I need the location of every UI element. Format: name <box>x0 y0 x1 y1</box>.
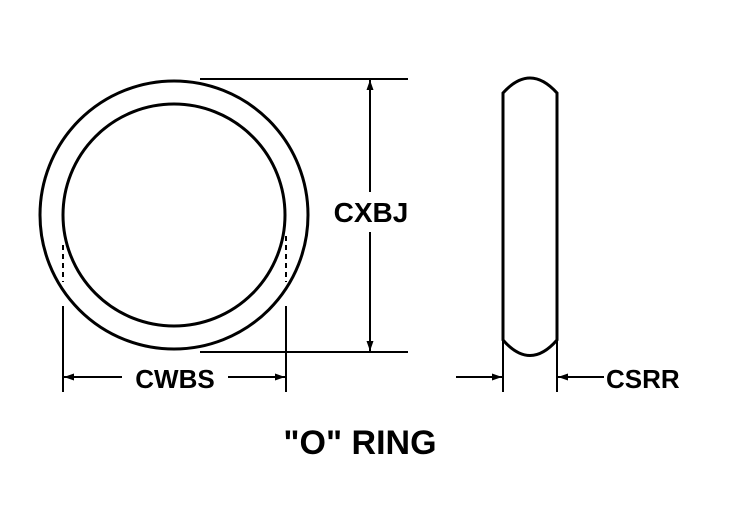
diagram-title: "O" RING <box>283 424 436 462</box>
ring-side-view <box>501 76 559 357</box>
label-csrr: CSRR <box>606 364 680 394</box>
label-cxbj: CXBJ <box>334 197 409 228</box>
ring-inner-circle <box>61 102 287 328</box>
label-cwbs: CWBS <box>135 364 214 394</box>
ring-outer-circle <box>38 79 310 351</box>
